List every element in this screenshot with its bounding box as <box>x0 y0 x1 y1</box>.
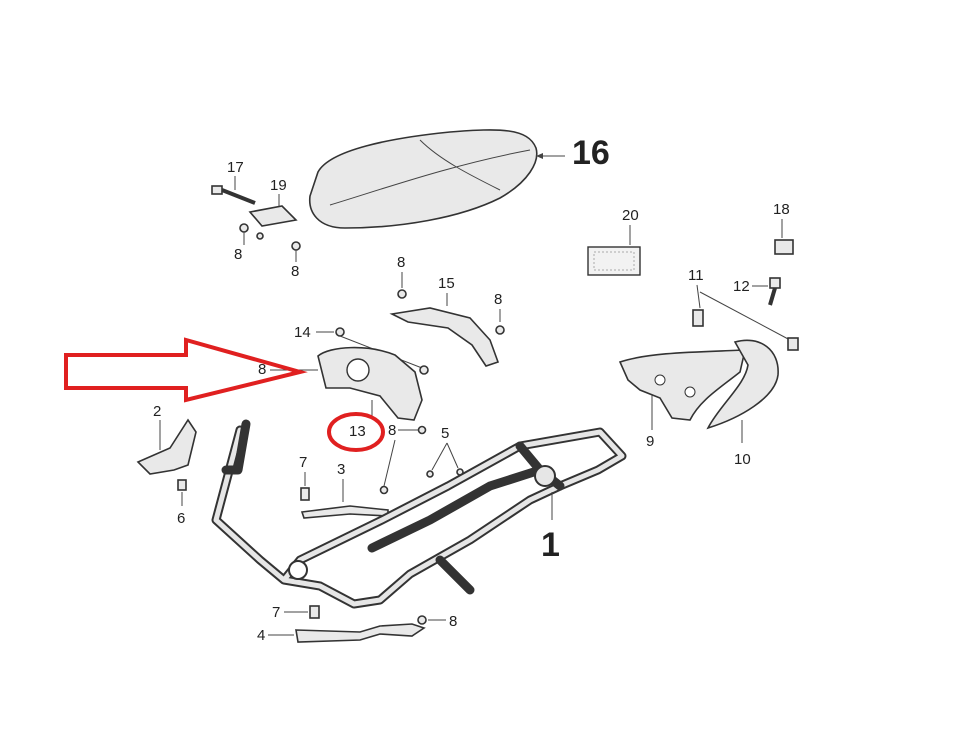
label-5: 5 <box>441 425 449 442</box>
bracket-3 <box>300 505 389 519</box>
label-11: 11 <box>688 267 704 284</box>
highlight-arrow <box>64 337 308 403</box>
label-12: 12 <box>733 278 750 295</box>
label-17: 17 <box>227 159 244 176</box>
label-18: 18 <box>773 201 790 218</box>
label-8-d: 8 <box>494 291 502 308</box>
seat-part <box>309 129 538 229</box>
label-2: 2 <box>153 403 161 420</box>
label-7-b: 7 <box>272 604 280 621</box>
main-frame-1 <box>211 419 627 609</box>
bar-4 <box>295 623 426 643</box>
label-19: 19 <box>270 177 287 194</box>
label-7-a: 7 <box>299 454 307 471</box>
label-15: 15 <box>438 275 455 292</box>
label-8-b: 8 <box>291 263 299 280</box>
clip-18 <box>774 239 794 255</box>
label-13: 13 <box>349 423 366 440</box>
tail-cover-10 <box>706 339 779 430</box>
label-20: 20 <box>622 207 639 224</box>
bracket-15 <box>389 307 500 367</box>
label-8-g: 8 <box>449 613 457 630</box>
label-4: 4 <box>257 627 265 644</box>
label-8-f: 8 <box>388 422 396 439</box>
rear-bracket-9 <box>618 349 747 421</box>
bolt-12 <box>768 277 781 306</box>
bracket-2 <box>136 418 197 475</box>
label-8-e: 8 <box>258 361 266 378</box>
bracket-19 <box>248 205 298 227</box>
highlight-circle-13 <box>327 412 385 452</box>
label-6: 6 <box>177 510 185 527</box>
label-8-a: 8 <box>234 246 242 263</box>
label-10: 10 <box>734 451 751 468</box>
label-9: 9 <box>646 433 654 450</box>
bracket-13 <box>317 346 423 421</box>
bolt-17 <box>211 185 256 205</box>
label-1: 1 <box>541 526 560 564</box>
label-14: 14 <box>294 324 311 341</box>
label-16: 16 <box>572 134 610 172</box>
label-3: 3 <box>337 461 345 478</box>
sticker-20 <box>587 246 641 276</box>
label-8-c: 8 <box>397 254 405 271</box>
